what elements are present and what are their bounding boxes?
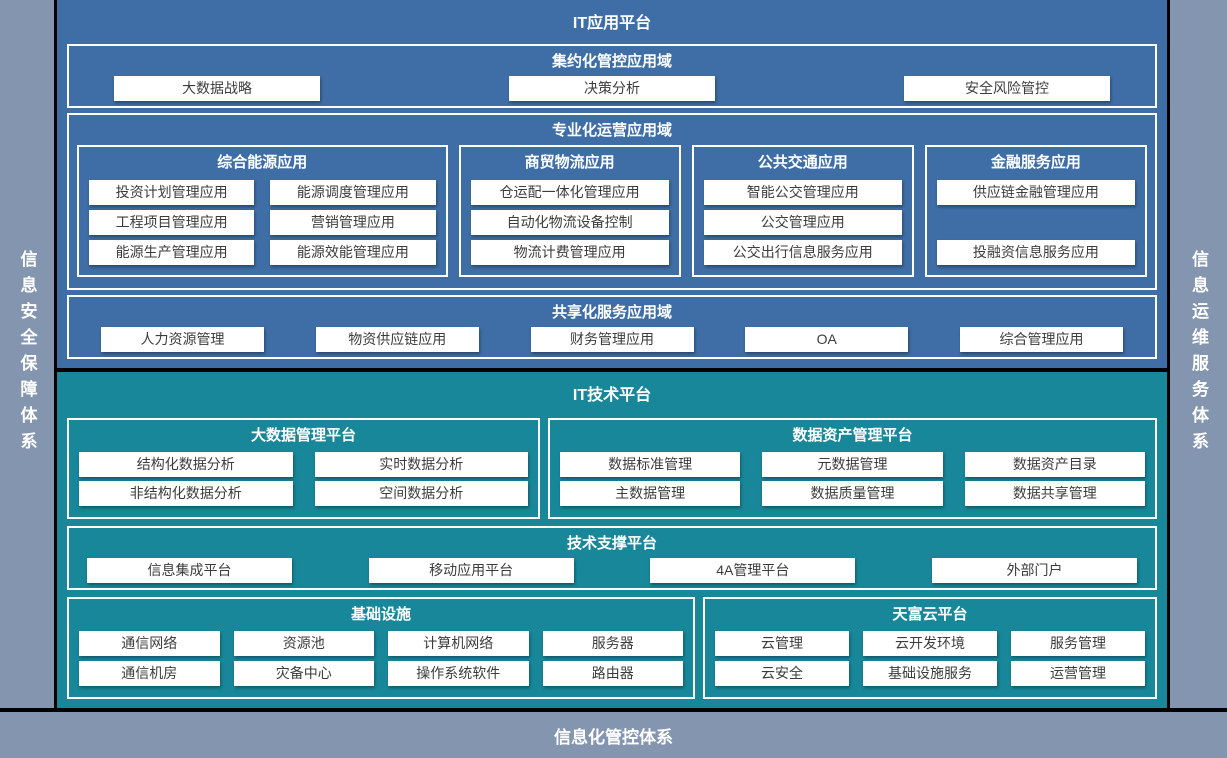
box-tianfu-cloud-platform: 天富云平台 云管理 云开发环境 服务管理 云安全 基础设施服务 运营管理 xyxy=(703,597,1157,699)
app-item: 物资供应链应用 xyxy=(315,327,479,352)
main-area: IT应用平台 集约化管控应用域 大数据战略 决策分析 安全风险管控 专业化运营应… xyxy=(54,0,1170,708)
tech-item: 灾备中心 xyxy=(233,660,374,686)
domain-shared-service-items: 人力资源管理 物资供应链应用 财务管理应用 OA 综合管理应用 xyxy=(69,327,1155,362)
right-sidebar-label: 信息运维服务体系 xyxy=(1189,250,1208,458)
tech-item: 基础设施服务 xyxy=(863,660,997,686)
domain-shared-service: 共享化服务应用域 人力资源管理 物资供应链应用 财务管理应用 OA 综合管理应用 xyxy=(67,295,1157,359)
tech-item: 通信网络 xyxy=(79,631,220,657)
group-public-transport-title: 公共交通应用 xyxy=(757,154,848,171)
box-tech-support-items: 信息集成平台 移动应用平台 4A管理平台 外部门户 xyxy=(69,558,1155,595)
group-trade-logistics: 商贸物流应用 仓运配一体化管理应用 自动化物流设备控制 物流计费管理应用 xyxy=(458,145,681,277)
tech-item: 实时数据分析 xyxy=(314,452,528,477)
app-item: 公交出行信息服务应用 xyxy=(703,239,902,265)
tech-item: 计算机网络 xyxy=(388,631,529,657)
domain-shared-service-title: 共享化服务应用域 xyxy=(551,304,672,321)
app-item: 物流计费管理应用 xyxy=(470,239,669,265)
group-financial-services: 金融服务应用 供应链金融管理应用 投融资信息服务应用 xyxy=(924,145,1147,277)
right-sidebar: 信息运维服务体系 xyxy=(1170,0,1227,708)
box-data-asset-management-title: 数据资产管理平台 xyxy=(792,427,913,444)
tech-item: 数据资产目录 xyxy=(964,452,1145,477)
app-item: 能源生产管理应用 xyxy=(89,239,255,265)
app-item: 智能公交管理应用 xyxy=(703,179,902,205)
tech-item: 服务管理 xyxy=(1011,631,1145,657)
tech-item: 数据共享管理 xyxy=(964,481,1145,506)
app-item: 能源调度管理应用 xyxy=(270,179,436,205)
app-item: 营销管理应用 xyxy=(270,209,436,235)
left-sidebar-label: 信息安全保障体系 xyxy=(17,250,37,458)
tech-item: 数据标准管理 xyxy=(560,452,741,477)
app-item: 财务管理应用 xyxy=(530,327,694,352)
app-item: 投资计划管理应用 xyxy=(89,179,255,205)
domain-intensive-control-title: 集约化管控应用域 xyxy=(551,53,672,70)
group-financial-services-title: 金融服务应用 xyxy=(990,154,1081,171)
app-item: 综合管理应用 xyxy=(960,327,1123,352)
tech-item: 资源池 xyxy=(233,631,374,657)
tech-item: 路由器 xyxy=(542,660,683,686)
box-bigdata-management: 大数据管理平台 结构化数据分析 实时数据分析 非结构化数据分析 空间数据分析 xyxy=(67,418,540,519)
tech-item: 云开发环境 xyxy=(863,631,997,657)
tech-item: 主数据管理 xyxy=(560,481,741,506)
app-item: 仓运配一体化管理应用 xyxy=(470,179,669,205)
app-item: 公交管理应用 xyxy=(703,209,902,235)
it-tech-platform-title: IT技术平台 xyxy=(572,387,652,404)
app-item: 能源效能管理应用 xyxy=(270,239,436,265)
domain-intensive-control-items: 大数据战略 决策分析 安全风险管控 xyxy=(69,76,1155,111)
tech-item: 服务器 xyxy=(542,631,683,657)
tech-item: 信息集成平台 xyxy=(87,558,292,583)
it-tech-platform-panel: IT技术平台 大数据管理平台 结构化数据分析 实时数据分析 非结构化数据分析 空… xyxy=(57,372,1167,708)
box-tech-support-platform-title: 技术支撑平台 xyxy=(566,535,657,552)
tech-item: 通信机房 xyxy=(79,660,220,686)
app-item: 供应链金融管理应用 xyxy=(936,179,1135,205)
box-tech-support-platform: 技术支撑平台 信息集成平台 移动应用平台 4A管理平台 外部门户 xyxy=(67,526,1157,590)
tech-item: 结构化数据分析 xyxy=(79,452,293,477)
app-item: 自动化物流设备控制 xyxy=(470,209,669,235)
app-item: 工程项目管理应用 xyxy=(89,209,255,235)
tech-item: 云管理 xyxy=(715,631,849,657)
box-infrastructure: 基础设施 通信网络 资源池 计算机网络 服务器 通信机房 灾备中心 操作系统软件… xyxy=(67,597,695,699)
domain-intensive-control: 集约化管控应用域 大数据战略 决策分析 安全风险管控 xyxy=(67,44,1157,108)
tech-item: 元数据管理 xyxy=(762,452,943,477)
tech-item: 移动应用平台 xyxy=(368,558,574,583)
tech-item: 4A管理平台 xyxy=(650,558,856,583)
domain-professional-operation-groups: 综合能源应用 投资计划管理应用 能源调度管理应用 工程项目管理应用 营销管理应用… xyxy=(69,145,1155,288)
box-bigdata-management-title: 大数据管理平台 xyxy=(250,427,356,444)
tech-item: 操作系统软件 xyxy=(388,660,529,686)
app-item: 安全风险管控 xyxy=(904,76,1110,101)
tech-item: 云安全 xyxy=(715,660,849,686)
box-infrastructure-title: 基础设施 xyxy=(350,606,411,623)
domain-professional-operation-title: 专业化运营应用域 xyxy=(551,122,672,139)
it-app-platform-panel: IT应用平台 集约化管控应用域 大数据战略 决策分析 安全风险管控 专业化运营应… xyxy=(57,0,1167,368)
app-item: 人力资源管理 xyxy=(101,327,264,352)
group-integrated-energy-title: 综合能源应用 xyxy=(217,154,308,171)
group-trade-logistics-title: 商贸物流应用 xyxy=(524,154,615,171)
tech-item: 空间数据分析 xyxy=(314,481,528,506)
group-integrated-energy: 综合能源应用 投资计划管理应用 能源调度管理应用 工程项目管理应用 营销管理应用… xyxy=(77,145,448,277)
app-item: OA xyxy=(745,327,909,352)
app-item: 大数据战略 xyxy=(114,76,320,101)
box-tianfu-cloud-platform-title: 天富云平台 xyxy=(892,606,968,623)
it-app-platform-title: IT应用平台 xyxy=(572,15,652,32)
tech-item: 外部门户 xyxy=(931,558,1137,583)
tech-row-infra: 基础设施 通信网络 资源池 计算机网络 服务器 通信机房 灾备中心 操作系统软件… xyxy=(67,597,1157,699)
left-sidebar: 信息安全保障体系 xyxy=(0,0,54,708)
tech-item: 数据质量管理 xyxy=(762,481,943,506)
box-data-asset-management: 数据资产管理平台 数据标准管理 元数据管理 数据资产目录 主数据管理 数据质量管… xyxy=(548,418,1157,519)
app-item: 投融资信息服务应用 xyxy=(936,239,1135,265)
bottom-bar-label: 信息化管控体系 xyxy=(554,727,673,747)
tech-item: 运营管理 xyxy=(1011,660,1145,686)
group-public-transport: 公共交通应用 智能公交管理应用 公交管理应用 公交出行信息服务应用 xyxy=(691,145,914,277)
domain-professional-operation: 专业化运营应用域 综合能源应用 投资计划管理应用 能源调度管理应用 工程项目管理… xyxy=(67,113,1157,290)
bottom-bar: 信息化管控体系 xyxy=(0,708,1227,758)
app-item: 决策分析 xyxy=(509,76,715,101)
tech-row-data: 大数据管理平台 结构化数据分析 实时数据分析 非结构化数据分析 空间数据分析 数… xyxy=(67,418,1157,519)
tech-item: 非结构化数据分析 xyxy=(79,481,293,506)
